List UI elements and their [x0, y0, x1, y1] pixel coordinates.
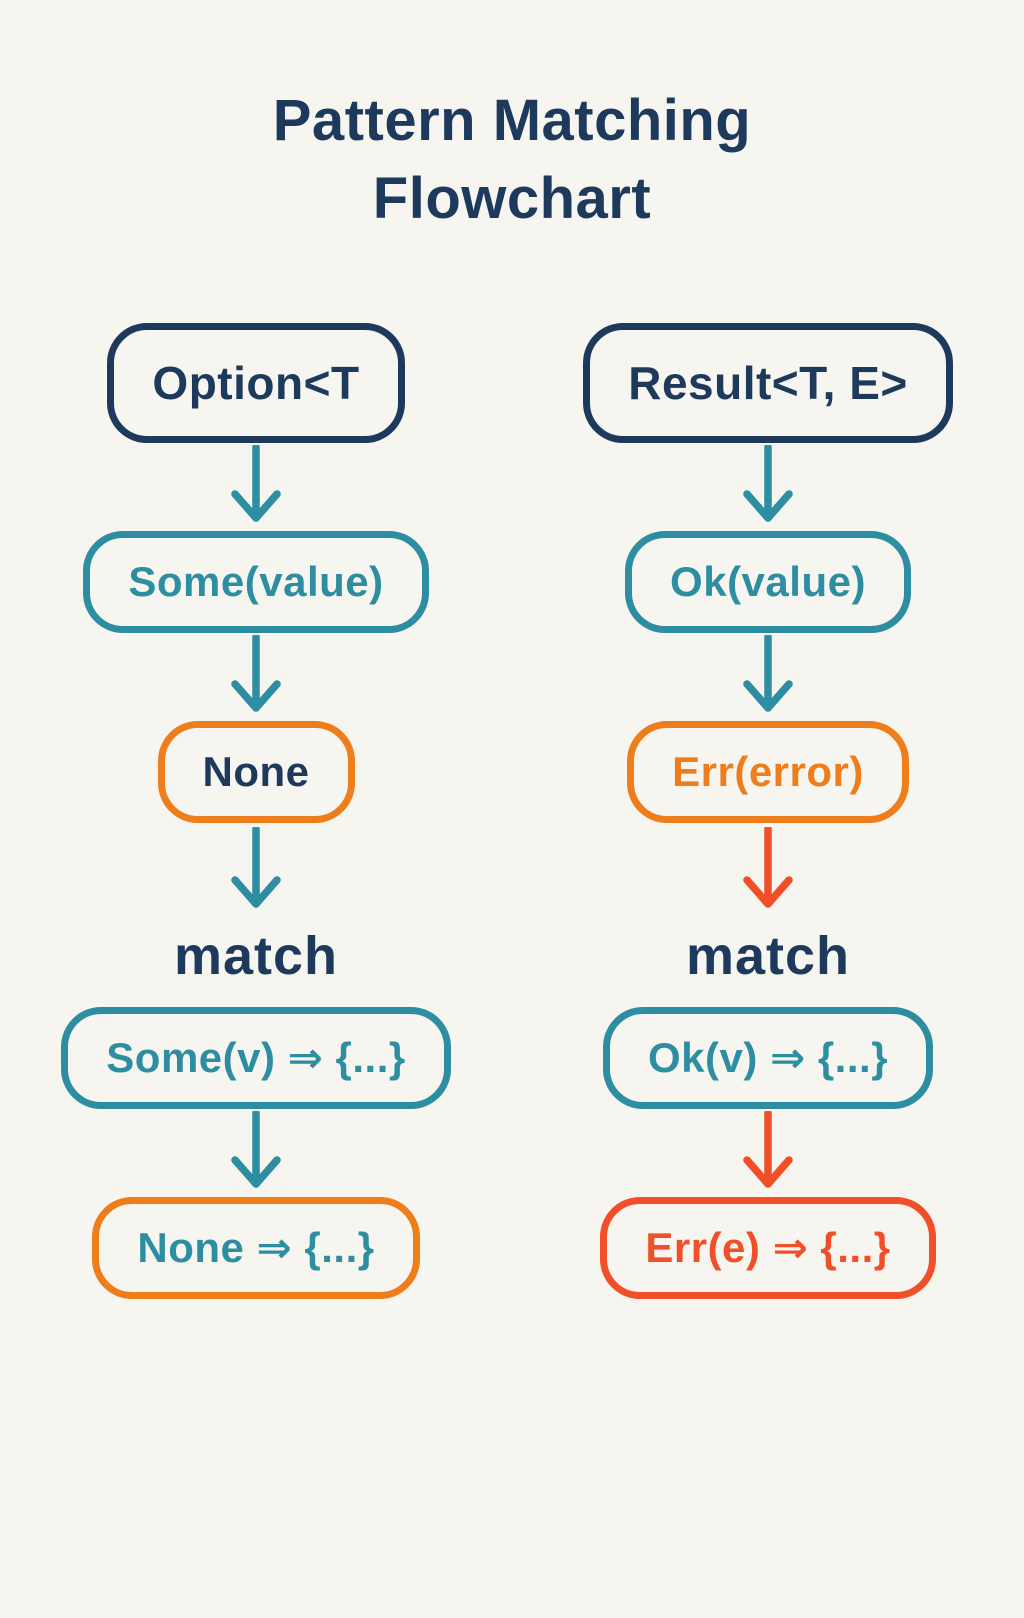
down-arrow-icon: [231, 634, 281, 712]
node-option-t-label: Option<T: [152, 356, 360, 409]
down-arrow-icon: [743, 634, 793, 712]
node-none: None: [157, 720, 355, 823]
node-err-e-arm: Err(e) ⇒ {...}: [600, 1196, 936, 1299]
match-keyword: match: [173, 925, 339, 986]
page-title-line2: Flowchart: [372, 166, 652, 232]
node-result-te-label: Result<T, E>: [628, 356, 908, 409]
node-err-error: Err(error): [627, 720, 909, 823]
node-result-te: Result<T, E>: [583, 322, 953, 443]
node-none-label: None: [202, 747, 310, 795]
result-column: Result<T, E> Ok(value) Err(error): [512, 322, 1024, 1299]
option-column: Option<T Some(value) None: [0, 322, 512, 1299]
node-none-arm: None ⇒ {...}: [92, 1196, 420, 1299]
node-err-e-arm-label: Err(e) ⇒ {...}: [645, 1224, 891, 1272]
node-option-t: Option<T: [107, 322, 405, 443]
page-title-line1: Pattern Matching: [272, 88, 752, 153]
page-title: Pattern Matching Flowchart: [0, 82, 1024, 239]
node-ok-value-label: Ok(value): [670, 557, 866, 605]
down-arrow-icon: [743, 444, 793, 522]
node-ok-v-arm-label: Ok(v) ⇒ {...}: [647, 1034, 889, 1082]
match-keyword: match: [685, 925, 851, 986]
down-arrow-icon: [231, 826, 281, 908]
node-ok-v-arm: Ok(v) ⇒ {...}: [602, 1006, 934, 1109]
node-some-v-arm: Some(v) ⇒ {...}: [61, 1006, 451, 1109]
flowchart: Option<T Some(value) None: [0, 322, 1024, 1299]
down-arrow-icon: [743, 826, 793, 908]
node-ok-value: Ok(value): [625, 530, 911, 633]
node-err-error-label: Err(error): [672, 747, 864, 795]
node-some-value-label: Some(value): [128, 557, 384, 605]
node-some-value: Some(value): [83, 530, 429, 633]
node-some-v-arm-label: Some(v) ⇒ {...}: [106, 1034, 406, 1082]
down-arrow-icon: [231, 444, 281, 522]
node-none-arm-label: None ⇒ {...}: [137, 1224, 375, 1272]
down-arrow-icon: [743, 1110, 793, 1188]
down-arrow-icon: [231, 1110, 281, 1188]
